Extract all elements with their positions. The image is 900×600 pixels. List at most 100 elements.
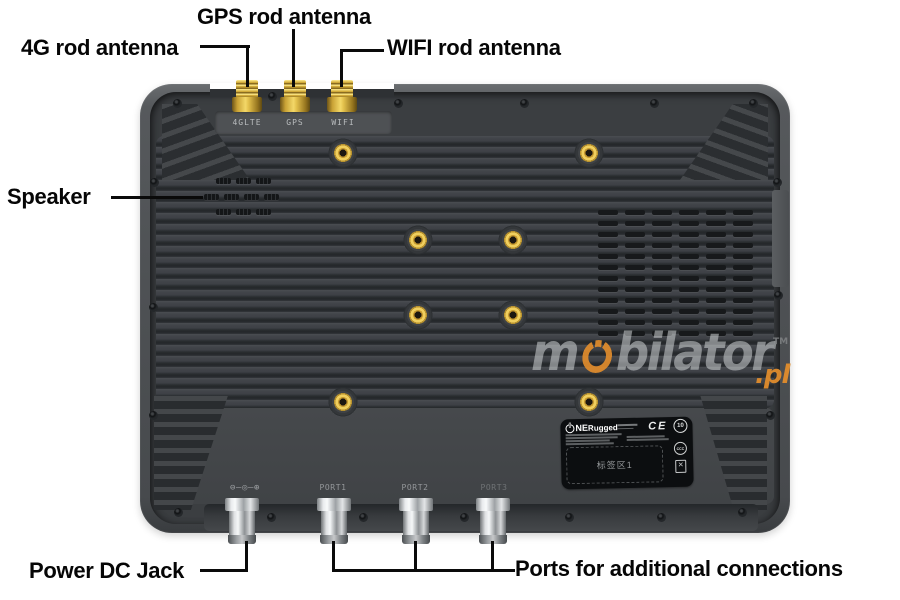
vent-slot	[625, 298, 645, 303]
chassis-screw	[737, 507, 747, 517]
vent-slot	[598, 254, 618, 259]
speaker-slot	[244, 194, 259, 200]
chassis-screw	[149, 177, 159, 187]
vent-slot	[598, 265, 618, 270]
chassis-screw	[748, 98, 758, 108]
speaker-slot	[256, 178, 271, 184]
vent-slot	[706, 309, 726, 314]
callout-line	[491, 541, 494, 572]
callout-line	[246, 45, 249, 87]
vent-slot	[625, 265, 645, 270]
vent-slot	[652, 232, 672, 237]
label-area-text: 标签区1	[596, 459, 633, 471]
watermark-text: bilator	[615, 323, 775, 383]
port3-connector	[476, 498, 510, 544]
vent-slot	[625, 243, 645, 248]
sma-connector-4glte	[232, 80, 262, 113]
callout-line	[200, 45, 250, 48]
vent-slot	[679, 320, 699, 325]
vent-slot	[598, 309, 618, 314]
chassis-screw	[656, 512, 666, 522]
vent-slot	[652, 287, 672, 292]
vent-slot	[598, 287, 618, 292]
connector-tip	[228, 535, 256, 544]
dc-polarity-symbol: ⊖–◎–⊕	[229, 483, 261, 493]
sma-nut	[232, 97, 262, 112]
connector-barrel	[403, 511, 429, 535]
vent-slot	[598, 221, 618, 226]
dc-jack-connector	[225, 498, 259, 544]
vent-slot	[652, 298, 672, 303]
callout-power-dc-jack: Power DC Jack	[29, 558, 185, 583]
connector-collar	[476, 498, 510, 511]
weee-bin-icon: ✕	[675, 459, 687, 473]
callout-line	[200, 569, 248, 572]
vent-slot	[598, 331, 618, 336]
callout-4g-antenna: 4G rod antenna	[21, 35, 179, 60]
fine-print-line	[626, 435, 665, 438]
brand-logo-text: NE	[575, 422, 589, 434]
vent-slot	[706, 232, 726, 237]
fine-print-line	[565, 442, 614, 445]
connector-barrel	[229, 511, 255, 535]
connector-barrel	[480, 511, 506, 535]
chassis-screw	[649, 98, 659, 108]
chassis-screw	[172, 98, 182, 108]
port1-connector	[317, 498, 351, 544]
rugged-tablet-back: 4GLTE GPS WIFI ⊖–◎–⊕ PORT1 PORT2 PORT3 N…	[140, 80, 790, 544]
chassis-screw	[148, 410, 158, 420]
connector-collar	[399, 498, 433, 511]
vent-slot	[679, 243, 699, 248]
vent-slot	[679, 210, 699, 215]
antenna-label-wifi: WIFI	[331, 118, 355, 127]
callout-gps-antenna: GPS rod antenna	[197, 4, 371, 29]
side-port-cover	[772, 190, 789, 287]
vent-slot	[598, 243, 618, 248]
chassis-screw	[358, 512, 368, 522]
vent-slot	[733, 265, 753, 270]
speaker-slot	[236, 209, 251, 215]
brand-logo-text-suffix: Rugged	[587, 422, 618, 433]
vent-slot	[733, 254, 753, 259]
vent-slot	[679, 276, 699, 281]
vent-slot	[733, 243, 753, 248]
vent-slot	[706, 210, 726, 215]
mount-screw-gold	[574, 387, 604, 417]
vent-slot	[625, 287, 645, 292]
power-icon	[565, 423, 575, 433]
vent-slot	[733, 210, 753, 215]
watermark-text: m	[531, 323, 580, 383]
vent-slot	[706, 276, 726, 281]
vent-slot	[706, 298, 726, 303]
chassis-screw	[459, 512, 469, 522]
fine-print-line	[617, 427, 634, 430]
connector-tip	[402, 535, 430, 544]
callout-additional-ports: Ports for additional connections	[515, 556, 843, 581]
vent-slot	[625, 276, 645, 281]
vent-slot	[733, 276, 753, 281]
fine-print-line	[565, 439, 610, 442]
callout-line	[332, 541, 335, 572]
callout-line	[414, 541, 417, 572]
antenna-label-strip: 4GLTE GPS WIFI	[215, 111, 392, 134]
speaker-slot	[204, 194, 219, 200]
vent-slot	[733, 331, 753, 336]
vent-slot	[679, 298, 699, 303]
vent-slot	[652, 221, 672, 226]
vent-slot	[733, 309, 753, 314]
vent-slot	[598, 210, 618, 215]
vent-slot	[598, 320, 618, 325]
port3-label: PORT3	[480, 483, 508, 492]
vent-slot	[706, 320, 726, 325]
connector-tip	[479, 535, 507, 544]
mount-screw-gold	[403, 225, 433, 255]
watermark-domain: .pl	[755, 360, 790, 390]
sma-thread	[331, 80, 353, 98]
vent-slot	[679, 221, 699, 226]
vent-slot	[706, 265, 726, 270]
fine-print-line	[565, 436, 618, 439]
vent-slot	[652, 320, 672, 325]
vent-slot	[652, 309, 672, 314]
mount-screw-gold	[328, 387, 358, 417]
